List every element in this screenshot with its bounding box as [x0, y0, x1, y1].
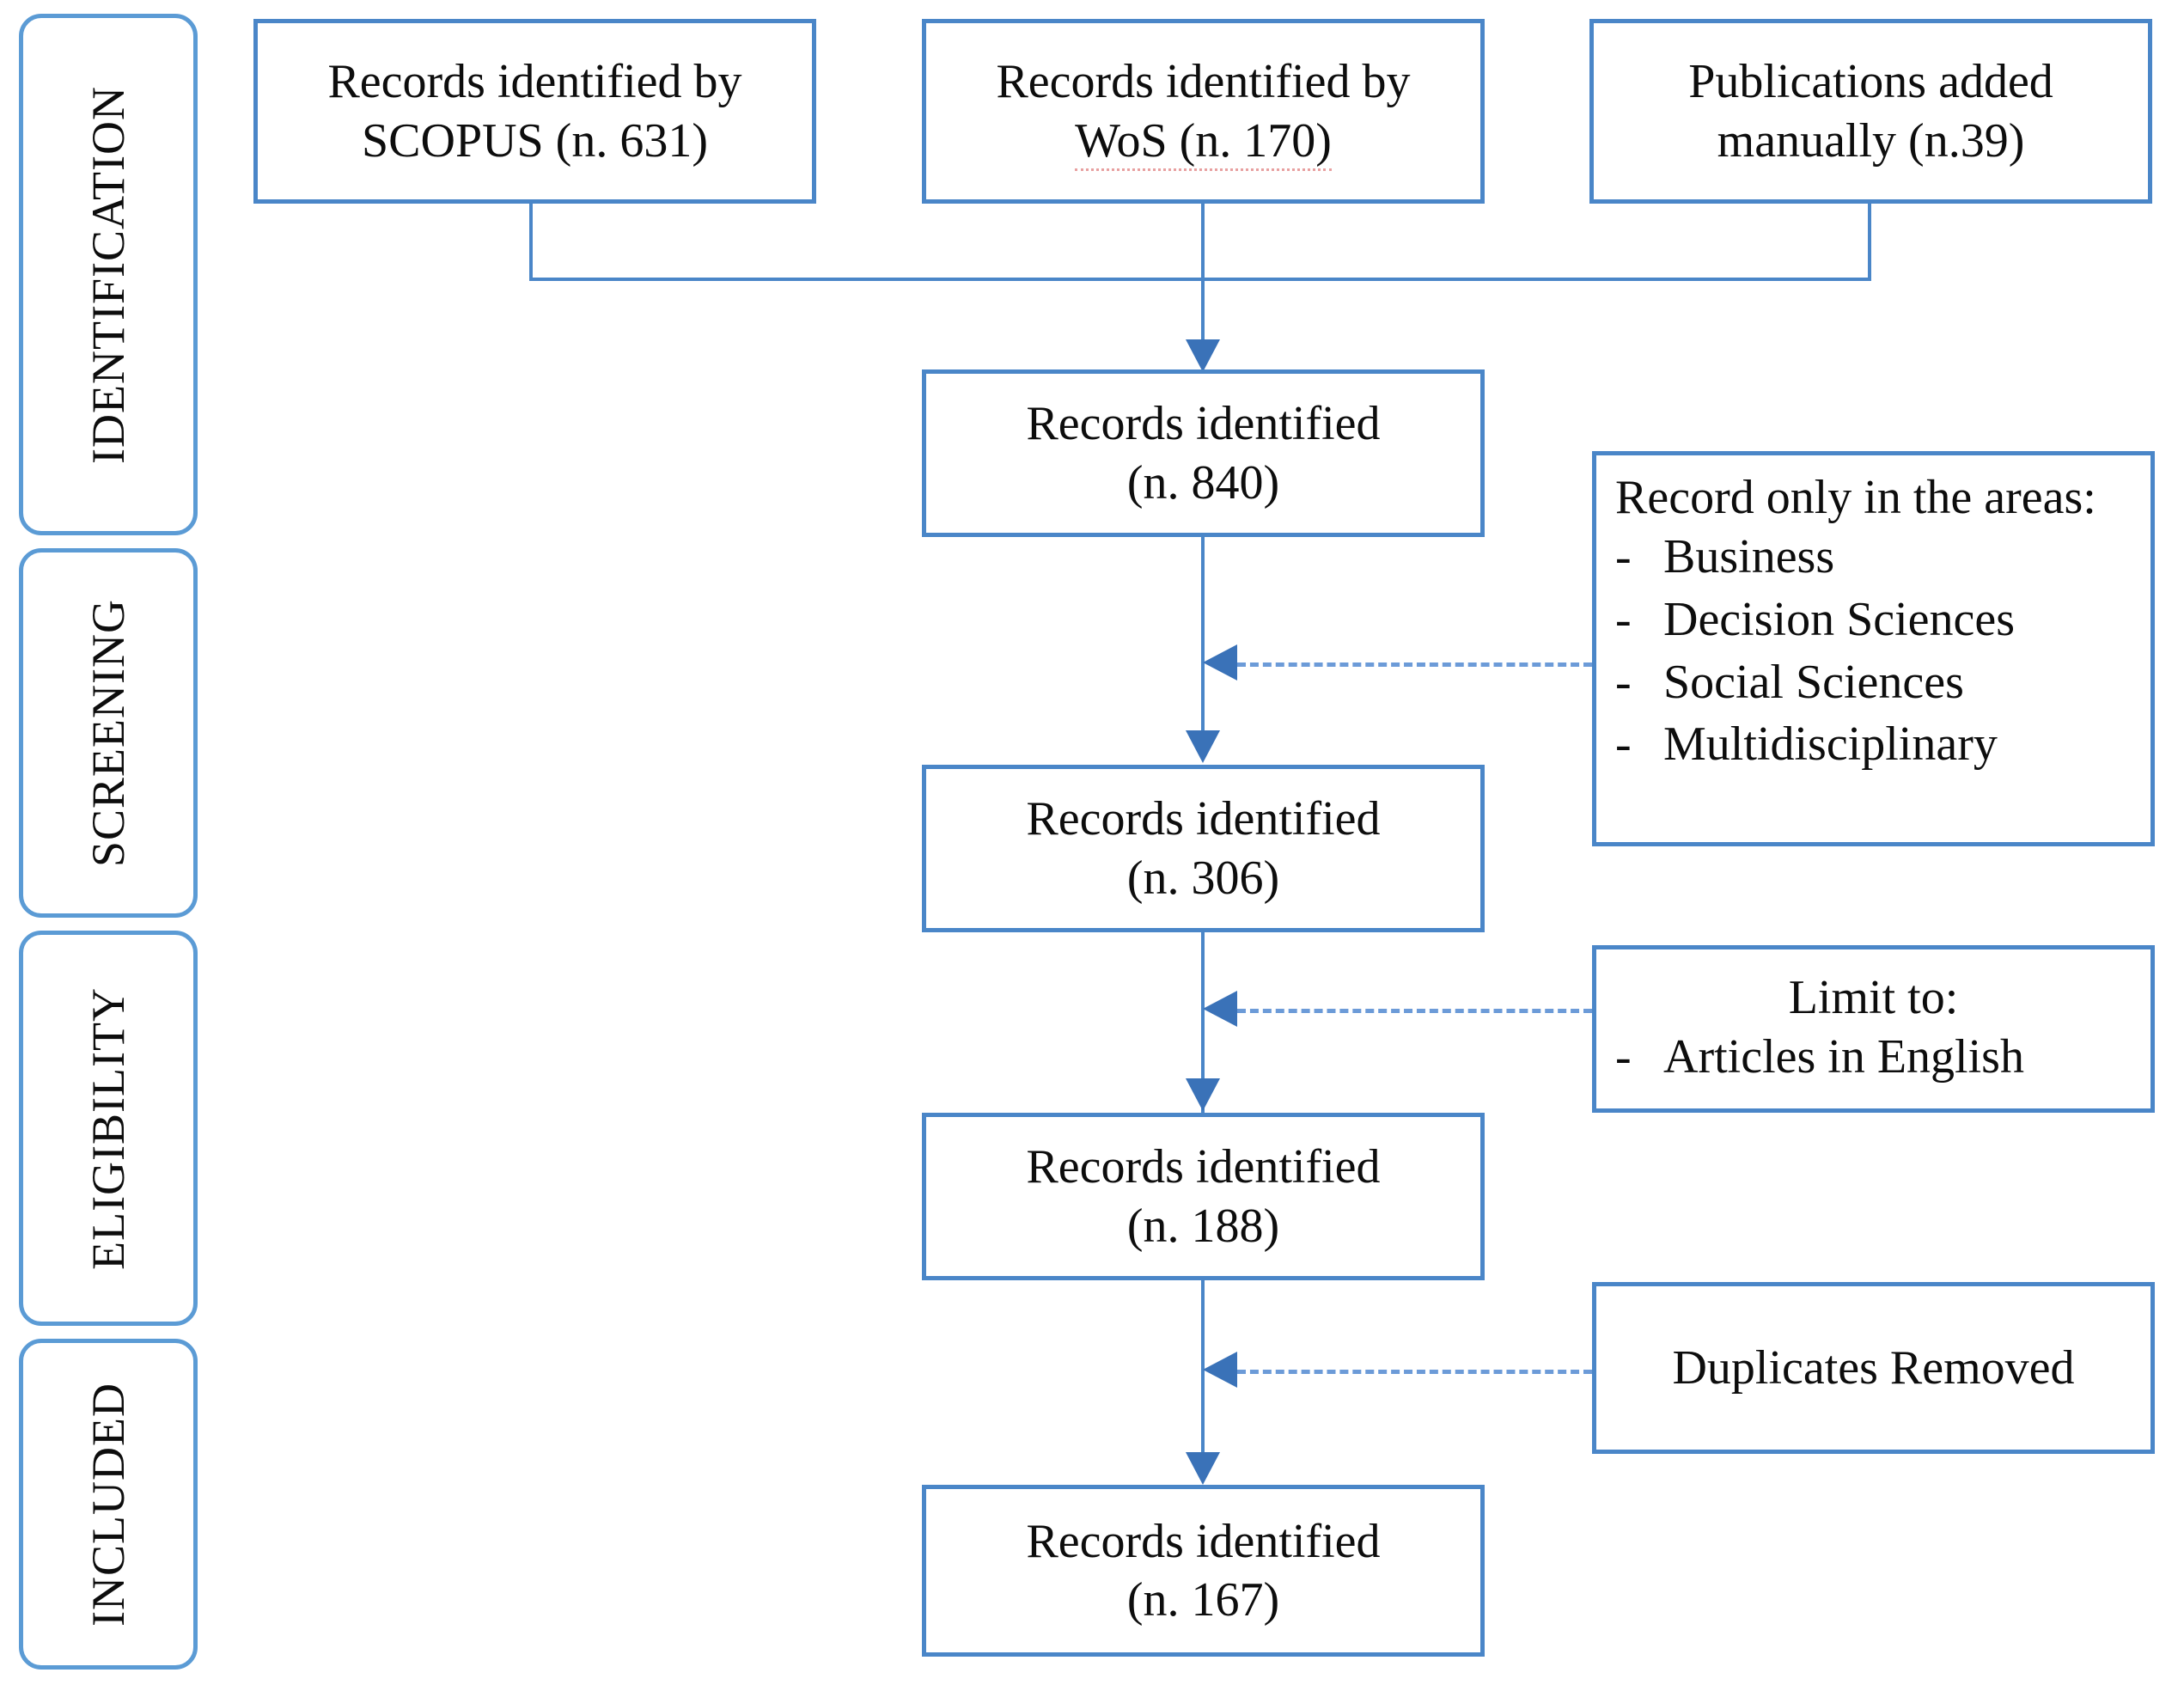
stage-box-included: INCLUDED: [19, 1339, 198, 1670]
connector-total-to-306: [1201, 537, 1205, 736]
stage-label-identification: IDENTIFICATION: [82, 85, 134, 464]
arrow-into-306-box: [1186, 730, 1220, 763]
list-bullet: -: [1615, 1030, 1632, 1084]
stage-label-included: INCLUDED: [82, 1382, 134, 1627]
spellcheck-underline: WoS (n. 170): [1075, 113, 1332, 171]
filter-areas-item-label: Social Sciences: [1663, 655, 1964, 709]
source-box-manual: Publications added manually (n.39): [1589, 19, 2152, 204]
source-manual-line2: manually (n.39): [1717, 113, 2025, 168]
list-bullet: -: [1615, 530, 1632, 584]
stage-label-screening: SCREENING: [82, 598, 134, 867]
filter-areas-item-label: Multidisciplinary: [1663, 717, 1998, 772]
flow-306-line2: (n. 306): [1126, 851, 1280, 905]
flow-167-line2: (n. 167): [1126, 1573, 1280, 1627]
list-bullet: -: [1615, 655, 1632, 709]
flow-box-188: Records identified (n. 188): [922, 1113, 1485, 1280]
arrow-into-167-box: [1186, 1452, 1220, 1485]
stage-box-identification: IDENTIFICATION: [19, 14, 198, 535]
filter-areas-item-business: - Business: [1615, 526, 2132, 589]
flow-167-line1: Records identified: [1026, 1514, 1381, 1568]
filter-limit-title: Limit to:: [1788, 971, 1959, 1025]
filter-duplicates-title: Duplicates Removed: [1672, 1340, 2075, 1395]
source-scopus-line1: Records identified by: [327, 55, 742, 109]
filter-box-duplicates: Duplicates Removed: [1592, 1282, 2155, 1454]
flow-box-total-840: Records identified (n. 840): [922, 369, 1485, 537]
filter-limit-item-articles-in-english: - Articles in English: [1615, 1026, 2132, 1089]
filter-areas-item-decision-sciences: - Decision Sciences: [1615, 589, 2132, 651]
stage-box-eligibility: ELIGIBILITY: [19, 931, 198, 1326]
flow-306-line1: Records identified: [1026, 792, 1381, 846]
filter-areas-item-label: Decision Sciences: [1663, 592, 2015, 646]
filter-limit-item-label: Articles in English: [1663, 1030, 2024, 1084]
dashed-connector-limit: [1237, 1009, 1592, 1013]
dashed-connector-duplicates: [1237, 1370, 1592, 1374]
arrow-left-limit: [1203, 991, 1237, 1027]
flow-box-167: Records identified (n. 167): [922, 1485, 1485, 1657]
flow-188-line2: (n. 188): [1126, 1199, 1280, 1253]
filter-areas-item-label: Business: [1663, 530, 1835, 584]
stage-label-eligibility: ELIGIBILITY: [82, 986, 134, 1270]
source-scopus-line2: SCOPUS (n. 631): [362, 113, 708, 168]
flow-total-line1: Records identified: [1026, 397, 1381, 451]
arrow-into-total-box: [1186, 339, 1220, 372]
filter-box-limit: Limit to: - Articles in English: [1592, 945, 2155, 1113]
source-box-scopus: Records identified by SCOPUS (n. 631): [253, 19, 816, 204]
flow-box-306: Records identified (n. 306): [922, 765, 1485, 932]
filter-limit-list: - Articles in English: [1615, 1026, 2132, 1089]
source-wos-line2: WoS (n. 170): [1075, 112, 1332, 171]
connector-manual-down: [1868, 204, 1871, 281]
filter-areas-item-social-sciences: - Social Sciences: [1615, 651, 2132, 714]
filter-box-areas: Record only in the areas: - Business - D…: [1592, 451, 2155, 846]
source-manual-line1: Publications added: [1688, 55, 2053, 109]
source-box-wos: Records identified by WoS (n. 170): [922, 19, 1485, 204]
source-wos-line1: Records identified by: [996, 55, 1411, 109]
flow-188-line1: Records identified: [1026, 1140, 1381, 1194]
arrow-into-188-box: [1186, 1078, 1220, 1111]
dashed-connector-areas: [1237, 662, 1592, 667]
list-bullet: -: [1615, 717, 1632, 772]
filter-areas-item-multidisciplinary: - Multidisciplinary: [1615, 713, 2132, 776]
arrow-left-areas: [1203, 644, 1237, 681]
arrow-left-duplicates: [1203, 1352, 1237, 1388]
flow-total-line2: (n. 840): [1126, 455, 1280, 510]
connector-merge-to-total: [1201, 204, 1205, 369]
filter-areas-list: - Business - Decision Sciences - Social …: [1615, 526, 2132, 776]
list-bullet: -: [1615, 592, 1632, 646]
filter-areas-title: Record only in the areas:: [1615, 471, 2096, 524]
connector-merge-bar: [529, 278, 1871, 281]
connector-scopus-down: [529, 204, 533, 281]
stage-box-screening: SCREENING: [19, 548, 198, 918]
